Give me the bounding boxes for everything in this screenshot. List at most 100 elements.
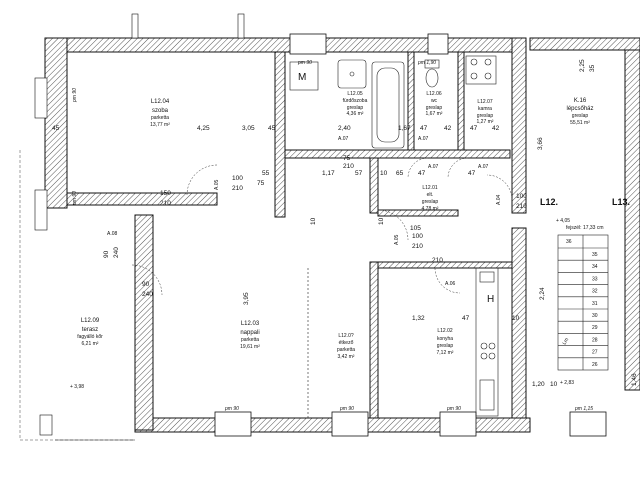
window-top-4	[237, 13, 245, 39]
stair-step-number: 29	[592, 325, 598, 331]
window-bottom-4	[569, 411, 607, 437]
hob-2	[488, 342, 496, 350]
svg-text:fürdőszoba: fürdőszoba	[343, 98, 368, 104]
svg-text:konyha: konyha	[437, 336, 453, 342]
door-code-a07a: A.07	[338, 136, 349, 142]
wall-mid-vert	[274, 51, 286, 218]
room-label-1207: L12.07 kamra greslap 1,27 m²	[477, 99, 494, 125]
door-code-a05b: A.05	[394, 234, 400, 245]
svg-text:4,25: 4,25	[197, 125, 210, 132]
room-label-1201: L12.01 elt. greslap 4,78 m²	[422, 185, 439, 212]
window-bottom-5	[39, 414, 53, 436]
svg-text:100: 100	[516, 193, 527, 200]
wall-stair-right	[624, 49, 640, 391]
counter	[475, 267, 499, 417]
window-top-3	[131, 13, 139, 39]
svg-text:210: 210	[516, 203, 527, 210]
svg-text:greslap: greslap	[347, 105, 364, 111]
hydrant-mark: H	[487, 294, 494, 305]
window-top-1	[289, 33, 327, 55]
stair-step-number: 28	[592, 337, 598, 343]
svg-text:L12.01: L12.01	[422, 185, 438, 191]
svg-text:7,12 m²: 7,12 m²	[437, 350, 454, 356]
svg-text:kamra: kamra	[478, 106, 492, 112]
svg-text:47: 47	[468, 170, 476, 177]
stair-step-number: 34	[592, 264, 598, 270]
svg-text:lépcsőház: lépcsőház	[566, 106, 593, 112]
wall-mark-pm190-top: pm 1,90	[417, 60, 436, 66]
window-top-2	[427, 33, 449, 55]
door-code-a08: A.08	[107, 231, 118, 237]
unit-label-l13: L13.	[612, 197, 630, 207]
svg-text:19,61 m²: 19,61 m²	[240, 344, 260, 350]
window-left-1	[34, 77, 48, 119]
svg-text:75: 75	[343, 155, 351, 162]
wall-cabinet	[289, 61, 319, 91]
wall-hall-left	[369, 157, 379, 214]
svg-text:szoba: szoba	[152, 108, 169, 114]
svg-text:4,78 m²: 4,78 m²	[422, 206, 439, 212]
hob-4	[488, 352, 496, 360]
room-label-1205: L12.05 fürdőszoba greslap 4,36 m²	[343, 91, 368, 117]
svg-text:parketta: parketta	[151, 115, 169, 121]
svg-text:étkező: étkező	[339, 340, 354, 346]
svg-text:210: 210	[343, 163, 354, 170]
dimensions: 45 4,25 3,05 45 2,40 1,67 47 42 47 42 55…	[52, 59, 638, 388]
svg-text:10: 10	[378, 217, 385, 225]
svg-text:1,67: 1,67	[398, 125, 411, 132]
bathtub-inner	[376, 67, 400, 143]
svg-text:greslap: greslap	[572, 113, 589, 119]
room-label-12xx: L12.0? étkező parketta 3,42 m²	[337, 333, 355, 360]
svg-text:L12.0?: L12.0?	[338, 333, 354, 339]
washbasin-drain	[349, 71, 355, 77]
svg-text:240: 240	[113, 247, 120, 258]
svg-text:L12.06: L12.06	[426, 91, 442, 97]
svg-text:65: 65	[396, 170, 404, 177]
bathroom-fixtures	[289, 55, 497, 149]
svg-text:3,05: 3,05	[242, 125, 255, 132]
room-label-1206: L12.06 wc greslap 1,67 m²	[426, 91, 443, 117]
stair-step-number: 26	[592, 362, 598, 368]
svg-text:L12.05: L12.05	[347, 91, 363, 97]
svg-text:greslap: greslap	[422, 199, 439, 205]
kitchen-counter	[475, 267, 499, 417]
door-swing-4	[447, 157, 469, 179]
svg-text:1,20: 1,20	[532, 381, 545, 388]
wall-left	[44, 37, 68, 209]
boiler-c4	[484, 72, 492, 80]
svg-text:1,46: 1,46	[631, 373, 638, 386]
svg-text:terasz: terasz	[82, 327, 98, 333]
svg-text:10: 10	[550, 381, 558, 388]
svg-text:210: 210	[412, 243, 423, 250]
svg-text:55,51 m²: 55,51 m²	[570, 120, 590, 126]
stair-step-number: 30	[592, 313, 598, 319]
svg-text:2,24: 2,24	[539, 287, 546, 300]
svg-text:240: 240	[142, 291, 153, 298]
wall-right-a	[511, 37, 527, 214]
level-mark-1: + 4,05	[556, 218, 570, 224]
washbasin	[337, 59, 367, 89]
svg-text:57: 57	[355, 170, 363, 177]
window-bottom-2	[331, 411, 369, 437]
wall-top	[44, 37, 526, 53]
windows	[34, 13, 607, 437]
door-swing-3	[407, 157, 429, 179]
door-code-a07c: A.07	[428, 164, 439, 170]
svg-text:L12.09: L12.09	[81, 318, 100, 324]
svg-text:10: 10	[512, 315, 520, 322]
door-swing-1	[186, 164, 218, 196]
svg-text:55: 55	[262, 170, 270, 177]
door-code-a04: A.04	[496, 194, 502, 205]
svg-text:1,67 m²: 1,67 m²	[426, 111, 443, 117]
hob-3	[480, 352, 488, 360]
svg-text:parketta: parketta	[241, 337, 259, 343]
window-left-2	[34, 189, 48, 231]
wall-kamra-left	[457, 51, 465, 151]
svg-text:wc: wc	[431, 98, 438, 104]
window-bottom-1	[214, 411, 252, 437]
bath-mark: M	[298, 72, 306, 83]
svg-text:greslap: greslap	[426, 105, 443, 111]
boiler	[465, 55, 497, 85]
